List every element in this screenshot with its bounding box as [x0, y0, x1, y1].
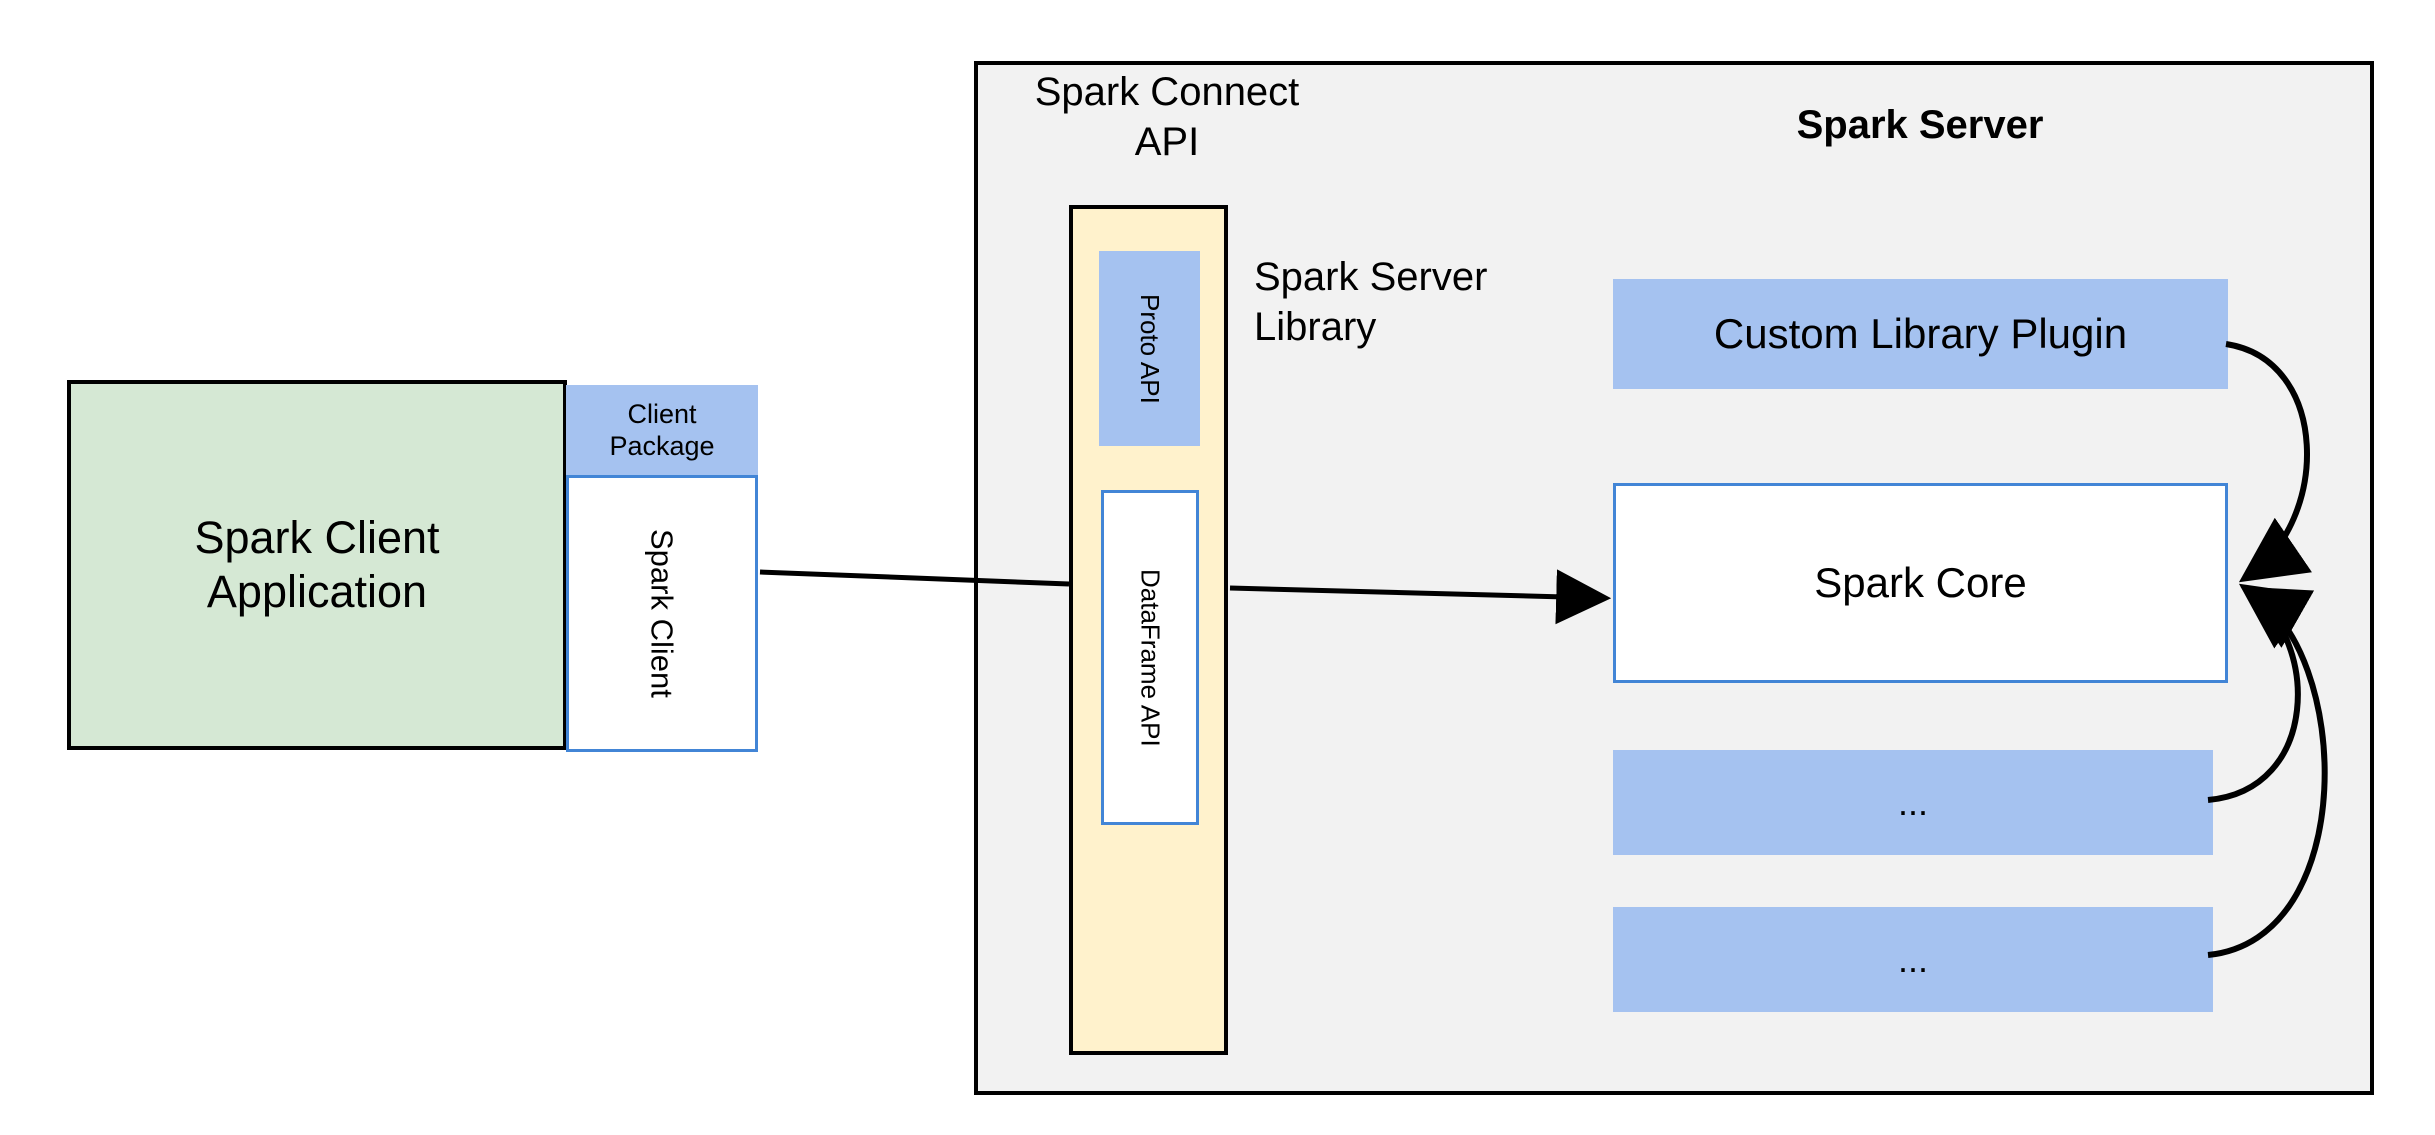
spark-server-library-label: Spark Server Library [1254, 255, 1488, 349]
proto-api-label: Proto API [1135, 293, 1166, 404]
spark-server-title: Spark Server [1796, 103, 2044, 147]
dataframe-api-box[interactable]: DataFrame API [1101, 490, 1199, 825]
placeholder-component-box-1[interactable]: ... [1613, 750, 2213, 855]
spark-client-application-box[interactable]: Spark Client Application [67, 380, 567, 750]
spark-connect-api-label: Spark Connect API [1034, 70, 1300, 164]
client-package-box[interactable]: Client Package [566, 385, 758, 475]
placeholder-component-box-2[interactable]: ... [1613, 907, 2213, 1012]
spark-client-box[interactable]: Spark Client [566, 475, 758, 752]
spark-client-label: Spark Client [644, 529, 680, 698]
custom-library-plugin-box[interactable]: Custom Library Plugin [1613, 279, 2228, 389]
proto-api-box[interactable]: Proto API [1099, 251, 1200, 446]
spark-core-box[interactable]: Spark Core [1613, 483, 2228, 683]
dataframe-api-label: DataFrame API [1135, 568, 1166, 747]
